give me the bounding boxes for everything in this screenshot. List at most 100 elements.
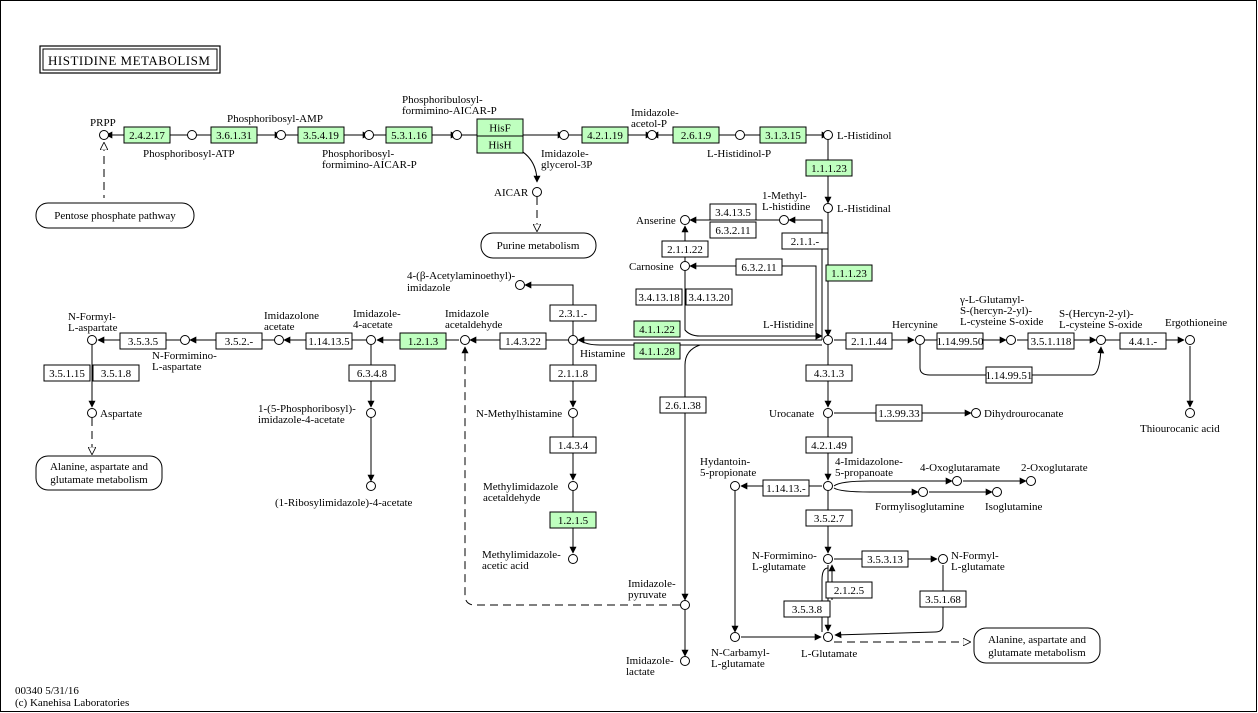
compound-l-glutamate [823,632,833,642]
svg-text:2.1.1.-: 2.1.1.- [791,236,820,248]
svg-text:L-Histidine: L-Histidine [763,319,814,331]
enzyme-e6-3-2-11b: 6.3.2.11 [735,258,783,276]
svg-text:L-histidine: L-histidine [762,201,810,213]
svg-text:Histamine: Histamine [580,348,625,360]
svg-text:6.3.2.11: 6.3.2.11 [715,225,750,237]
map-links: Pentose phosphate pathway Purine metabol… [35,202,1101,664]
compound-formylisoglutamine [918,487,928,497]
enzyme-e2-3-1-x: 2.3.1.- [549,304,597,322]
compound-l-histidine [823,335,833,345]
compound-hercynyl-cysteine [1096,335,1106,345]
enzyme-e2-1-1-22: 2.1.1.22 [661,240,709,258]
svg-text:Imidazole-: Imidazole- [631,107,679,119]
enzyme-e3-5-1-8: 3.5.1.8 [92,364,140,382]
compound-hisal [823,203,833,213]
svg-text:3.5.3.8: 3.5.3.8 [792,604,823,616]
enzyme-e6-3-4-8: 6.3.4.8 [348,364,396,382]
svg-text:3.5.4.19: 3.5.4.19 [303,130,339,142]
svg-text:1.14.99.50: 1.14.99.50 [937,336,984,348]
svg-text:5.3.1.16: 5.3.1.16 [391,130,427,142]
enzyme-e3-6-1-31: 3.6.1.31 [210,126,258,144]
svg-text:2.1.1.8: 2.1.1.8 [558,368,589,380]
svg-text:4.2.1.19: 4.2.1.19 [587,130,623,142]
diagram-title: HISTIDINE METABOLISM [39,45,221,74]
svg-text:formimino-AICAR-P: formimino-AICAR-P [402,105,497,117]
svg-text:3.5.3.5: 3.5.3.5 [128,336,159,348]
svg-text:glutamate metabolism: glutamate metabolism [988,647,1086,659]
svg-text:2.1.2.5: 2.1.2.5 [834,585,865,597]
svg-text:formimino-AICAR-P: formimino-AICAR-P [322,159,417,171]
compound-n-methylhistamine [568,408,578,418]
svg-text:S-(Hercyn-2-yl)-: S-(Hercyn-2-yl)- [1059,308,1134,320]
compound-n-formyl-l-glutamate [938,554,948,564]
svg-text:4-(β-Acetylaminoethyl)-: 4-(β-Acetylaminoethyl)- [407,270,516,282]
svg-text:4-Oxoglutaramate: 4-Oxoglutaramate [920,462,1000,474]
compound-ergothioneine [1185,335,1195,345]
map-alanine-aspartate-glutamate-right: Alanine, aspartate and glutamate metabol… [973,627,1101,664]
svg-text:acetaldehyde: acetaldehyde [445,319,503,331]
compound-methylimidazole-acetaldehyde [568,481,578,491]
enzyme-e3-4-13-20: 3.4.13.20 [685,288,733,306]
compound-isoglutamine [992,487,1002,497]
svg-text:N-Formyl-: N-Formyl- [951,550,999,562]
enzyme-e4-1-1-22: 4.1.1.22 [633,320,681,338]
svg-text:acetate: acetate [264,321,295,333]
compound-carnosine [680,261,690,271]
svg-text:L-Glutamate: L-Glutamate [801,648,857,660]
svg-text:Alanine, aspartate and: Alanine, aspartate and [50,461,149,473]
compound-hisol-p [735,130,745,140]
enzyme-e5-3-1-16: 5.3.1.16 [385,126,433,144]
svg-text:Purine metabolism: Purine metabolism [497,240,580,252]
enzyme-e3-5-3-5: 3.5.3.5 [119,332,167,350]
svg-text:Methylimidazole: Methylimidazole [483,481,558,493]
svg-text:HisF: HisF [489,123,510,135]
enzyme-e3-5-2-x: 3.5.2.- [215,332,263,350]
enzyme-e4-2-1-19: 4.2.1.19 [581,126,629,144]
svg-text:1-(5-Phosphoribosyl)-: 1-(5-Phosphoribosyl)- [258,403,356,415]
compound-aicar [532,187,542,197]
svg-text:1.4.3.4: 1.4.3.4 [558,440,589,452]
compound-urocanate [823,408,833,418]
enzyme-e1-3-99-33: 1.3.99.33 [875,404,923,422]
svg-text:5-propanoate: 5-propanoate [835,467,893,479]
svg-text:Aspartate: Aspartate [100,408,142,420]
svg-text:Imidazole-: Imidazole- [541,148,589,160]
svg-text:Imidazole: Imidazole [445,308,489,320]
label-pr-atp: Phosphoribosyl-ATP [143,148,235,160]
svg-text:1.2.1.3: 1.2.1.3 [408,336,439,348]
svg-text:Pentose phosphate pathway: Pentose phosphate pathway [54,210,176,222]
enzyme-e2-1-1-8: 2.1.1.8 [549,364,597,382]
compound-pr-atp [187,130,197,140]
enzyme-e1-2-1-3: 1.2.1.3 [399,332,447,350]
svg-text:1.3.99.33: 1.3.99.33 [878,408,920,420]
svg-text:00340 5/31/16: 00340 5/31/16 [15,685,79,697]
svg-text:2.1.1.44: 2.1.1.44 [851,336,887,348]
svg-text:1-Methyl-: 1-Methyl- [762,190,807,202]
svg-text:1.2.1.5: 1.2.1.5 [558,515,589,527]
svg-text:4.4.1.-: 4.4.1.- [1129,336,1158,348]
compound-pr-amp [276,130,286,140]
svg-text:HisH: HisH [488,140,511,152]
enzyme-e1-14-99-51: 1.14.99.51 [985,366,1033,384]
compound-thiourocanic-acid [1185,408,1195,418]
svg-text:Imidazolone: Imidazolone [264,310,319,322]
svg-text:3.1.3.15: 3.1.3.15 [765,130,801,142]
svg-text:1.1.1.23: 1.1.1.23 [831,268,867,280]
svg-text:Alanine, aspartate and: Alanine, aspartate and [988,634,1087,646]
enzyme-e2-1-2-5: 2.1.2.5 [825,581,873,599]
enzyme-hisH: HisH [476,135,524,154]
compound-glutamyl-hercynyl-cysteine [1006,335,1016,345]
svg-text:Imidazole-: Imidazole- [353,308,401,320]
svg-text:4.3.1.3: 4.3.1.3 [814,368,845,380]
compound-igp [559,130,569,140]
svg-text:L-Histidinol-P: L-Histidinol-P [707,148,771,160]
svg-text:Dihydrourocanate: Dihydrourocanate [984,408,1064,420]
enzyme-e3-4-13-18: 3.4.13.18 [635,288,683,306]
svg-text:Imidazole-: Imidazole- [626,655,674,667]
svg-text:2.6.1.38: 2.6.1.38 [665,400,701,412]
svg-text:N-Methylhistamine: N-Methylhistamine [476,408,562,420]
enzyme-e3-5-4-19: 3.5.4.19 [297,126,345,144]
enzyme-e6-3-2-11a: 6.3.2.11 [709,221,757,239]
label-pr-amp: Phosphoribosyl-AMP [227,113,323,125]
compound-hisol [823,130,833,140]
